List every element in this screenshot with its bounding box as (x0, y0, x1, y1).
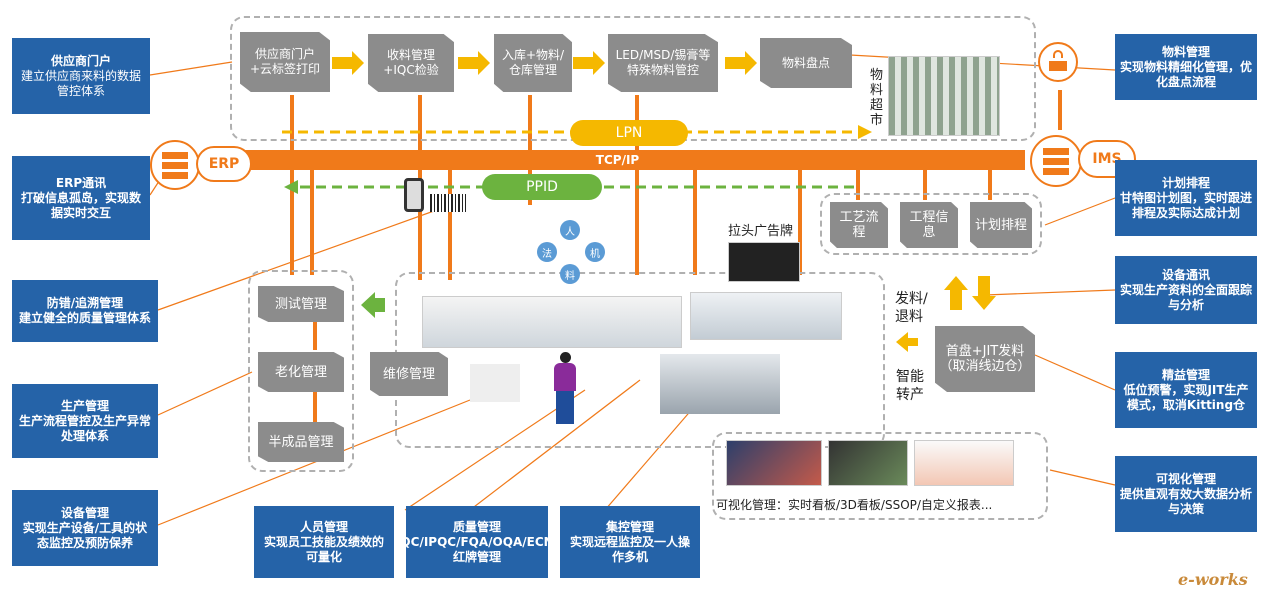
ppid-pill: PPID (482, 174, 602, 200)
callout-equipment: 设备管理实现生产设备/工具的状态监控及预防保养 (12, 490, 158, 566)
callout-equipment-sub: 实现生产设备/工具的状态监控及预防保养 (22, 520, 148, 550)
callout-production-title: 生产管理 (60, 398, 109, 413)
callout-equipment-title: 设备管理 (60, 505, 109, 520)
callout-lean: 精益管理低位预警，实现JIT生产模式，取消Kitting仓 (1115, 352, 1257, 428)
callout-antierror: 防错/追溯管理建立健全的质量管理体系 (12, 280, 158, 342)
repair: 维修管理 (370, 352, 448, 396)
callout-central-sub: 实现远程监控及一人操作多机 (569, 534, 690, 564)
assembly-line-photo (690, 292, 842, 340)
eworks-logo: e-works (1178, 570, 1248, 589)
callout-plan-title: 计划排程 (1161, 175, 1210, 190)
erp-label: ERP (208, 156, 240, 172)
tcpip-label: TCP/IP (595, 153, 640, 167)
machine-circle: 机 (585, 242, 605, 262)
callout-central-title: 集控管理 (605, 519, 654, 534)
left-stack-group (248, 270, 354, 472)
material-market-label: 物料超市 (870, 68, 884, 128)
callout-production-sub: 生产流程管控及生产异常处理体系 (18, 413, 151, 443)
visual-caption: 可视化管理：实时看板/3D看板/SSOP/自定义报表... (716, 498, 993, 512)
callout-devcomm: 设备通讯实现生产资料的全面跟踪与分析 (1115, 256, 1257, 324)
callout-personnel-title: 人员管理 (299, 519, 348, 534)
callout-material-title: 物料管理 (1161, 44, 1210, 59)
repair-photo (470, 364, 520, 402)
plan-group (820, 193, 1042, 255)
left-semi: 半成品管理 (258, 422, 344, 462)
callout-visual-sub: 提供直观有效大数据分析与决策 (1120, 486, 1253, 516)
callout-lean-title: 精益管理 (1161, 367, 1210, 382)
visual-group (712, 432, 1048, 520)
callout-antierror-title: 防错/追溯管理 (46, 296, 124, 310)
lpn-pill: LPN (570, 120, 688, 146)
left-test: 测试管理 (258, 286, 344, 322)
callout-supplier-title: 供应商门户 (50, 53, 111, 68)
left-aging: 老化管理 (258, 352, 344, 392)
erp-badge: ERP (196, 146, 252, 182)
wifi-server-icon (1038, 42, 1078, 82)
material-market-photo (888, 56, 1000, 136)
jit-box: 首盘+JIT发料（取消线边仓） (935, 326, 1035, 392)
smt-line-photo (422, 296, 682, 348)
method-circle: 法 (537, 242, 557, 262)
control-center-photo (660, 354, 780, 414)
callout-personnel: 人员管理实现员工技能及绩效的可量化 (254, 506, 394, 578)
plan-eng: 工程信息 (900, 202, 958, 248)
flow-supplier-label: 供应商门户+云标签打印 (240, 32, 330, 92)
feed-return-label: 发料/退料 (895, 291, 928, 325)
callout-material: 物料管理实现物料精细化管理，优化盘点流程 (1115, 34, 1257, 100)
callout-material-sub: 实现物料精细化管理，优化盘点流程 (1120, 59, 1253, 89)
arrow-to-test (361, 292, 385, 318)
operator-figure (552, 352, 578, 424)
callout-antierror-sub: 建立健全的质量管理体系 (18, 311, 151, 325)
callout-plan-sub: 甘特图计划图，实时跟进排程及实际达成计划 (1120, 190, 1253, 220)
callout-supplier: 供应商门户建立供应商来料的数据管控体系 (12, 38, 150, 114)
flow-receiving: 收料管理+IQC检验 (368, 34, 454, 92)
flow-warehouse: 入库+物料/仓库管理 (494, 34, 572, 92)
callout-erp-sub: 打破信息孤岛，实现数据实时交互 (20, 190, 141, 220)
banner-photo (728, 242, 800, 282)
callout-quality-sub: IQC/IPQC/FQA/OQA/ECN/红牌管理 (395, 534, 559, 564)
ims-server-icon (1030, 135, 1082, 187)
person-circle: 人 (560, 220, 580, 240)
callout-personnel-sub: 实现员工技能及绩效的可量化 (263, 534, 384, 564)
flow-inventory: 物料盘点 (760, 38, 852, 88)
plan-craft: 工艺流程 (830, 202, 888, 248)
plan-schedule: 计划排程 (970, 202, 1032, 248)
flow-special-material: LED/MSD/锡膏等特殊物料管控 (608, 34, 718, 92)
phone-icon (404, 178, 424, 212)
tcpip-bus: TCP/IP (210, 150, 1025, 170)
callout-visual: 可视化管理提供直观有效大数据分析与决策 (1115, 456, 1257, 532)
dashboard-2 (828, 440, 908, 486)
material-circle: 料 (560, 264, 580, 284)
callout-central: 集控管理实现远程监控及一人操作多机 (560, 506, 700, 578)
callout-devcomm-title: 设备通讯 (1161, 267, 1210, 282)
callout-devcomm-sub: 实现生产资料的全面跟踪与分析 (1120, 282, 1253, 312)
callout-plan: 计划排程甘特图计划图，实时跟进排程及实际达成计划 (1115, 160, 1257, 236)
callout-supplier-sub: 建立供应商来料的数据管控体系 (20, 68, 141, 98)
callout-quality-title: 质量管理 (453, 519, 502, 534)
callout-erp-title: ERP通讯 (55, 175, 107, 190)
callout-visual-title: 可视化管理 (1155, 471, 1216, 486)
barcode-icon (430, 194, 466, 212)
erp-server-icon (150, 140, 200, 190)
callout-lean-sub: 低位预警，实现JIT生产模式，取消Kitting仓 (1123, 382, 1249, 412)
callout-erp: ERP通讯打破信息孤岛，实现数据实时交互 (12, 156, 150, 240)
banner-label: 拉头广告牌 (728, 224, 794, 239)
smart-changeover-label: 智能转产 (896, 369, 924, 403)
ims-label: IMS (1092, 151, 1122, 167)
dashboard-1 (726, 440, 822, 486)
callout-production: 生产管理生产流程管控及生产异常处理体系 (12, 384, 158, 458)
dashboard-3 (914, 440, 1014, 486)
